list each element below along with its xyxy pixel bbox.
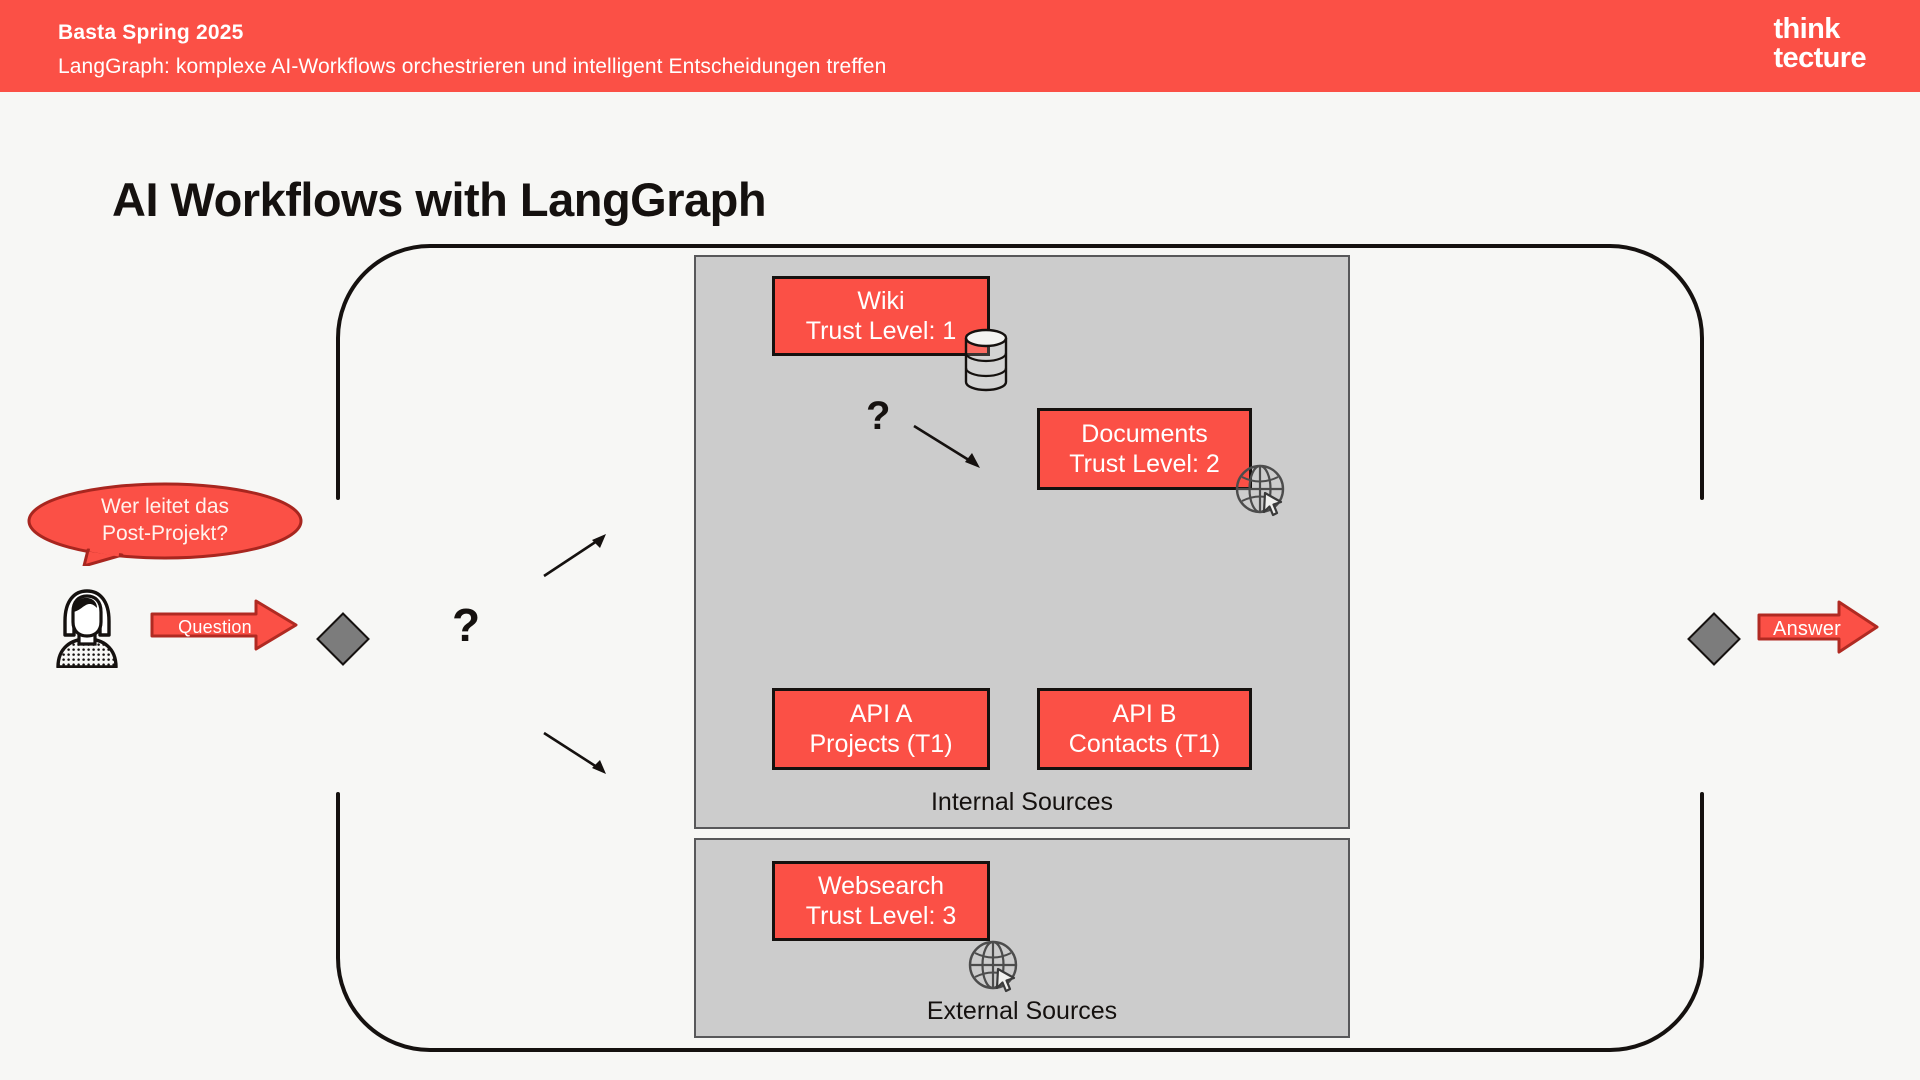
- node-api-b-detail: Contacts (T1): [1068, 730, 1221, 758]
- node-api-a-detail: Projects (T1): [809, 730, 953, 758]
- answer-arrow: Answer: [1757, 600, 1879, 659]
- node-api-b[interactable]: API B Contacts (T1): [1037, 688, 1252, 770]
- node-documents-detail: Trust Level: 2: [1069, 450, 1220, 478]
- node-api-b-title: API B: [1112, 699, 1177, 728]
- page-title: AI Workflows with LangGraph: [112, 173, 767, 226]
- group-label-internal: Internal Sources: [930, 788, 1114, 816]
- decision-diamond-output: [1687, 612, 1741, 666]
- route-arrow-up: [540, 530, 612, 585]
- logo-line-1: think: [1773, 13, 1841, 45]
- node-documents-title: Documents: [1081, 419, 1208, 448]
- thinktecture-logo: think tecture: [1774, 15, 1867, 72]
- node-api-a[interactable]: API A Projects (T1): [772, 688, 990, 770]
- talk-subtitle: LangGraph: komplexe AI-Workflows orchest…: [58, 55, 887, 78]
- node-documents[interactable]: Documents Trust Level: 2: [1037, 408, 1252, 490]
- route-arrow-down: [540, 728, 612, 783]
- slide-header: Basta Spring 2025 LangGraph: komplexe AI…: [0, 0, 1920, 92]
- router-question-mark: ?: [452, 599, 481, 651]
- group-label-external: External Sources: [926, 997, 1118, 1025]
- event-name: Basta Spring 2025: [58, 21, 244, 44]
- node-wiki-detail: Trust Level: 1: [805, 317, 957, 345]
- node-websearch-title: Websearch: [818, 871, 944, 900]
- node-websearch-detail: Trust Level: 3: [805, 902, 957, 930]
- person-avatar-icon: [52, 588, 122, 673]
- node-wiki[interactable]: Wiki Trust Level: 1: [772, 276, 990, 356]
- logo-line-2: tecture: [1773, 41, 1867, 74]
- node-wiki-title: Wiki: [857, 286, 905, 315]
- inner-question-mark: ?: [866, 394, 891, 438]
- node-websearch[interactable]: Websearch Trust Level: 3: [772, 861, 990, 941]
- decision-diamond-input: [316, 612, 370, 666]
- speech-bubble: Wer leitet das Post-Projekt?: [26, 482, 304, 568]
- node-api-a-title: API A: [849, 699, 913, 728]
- question-arrow: Question: [150, 598, 298, 657]
